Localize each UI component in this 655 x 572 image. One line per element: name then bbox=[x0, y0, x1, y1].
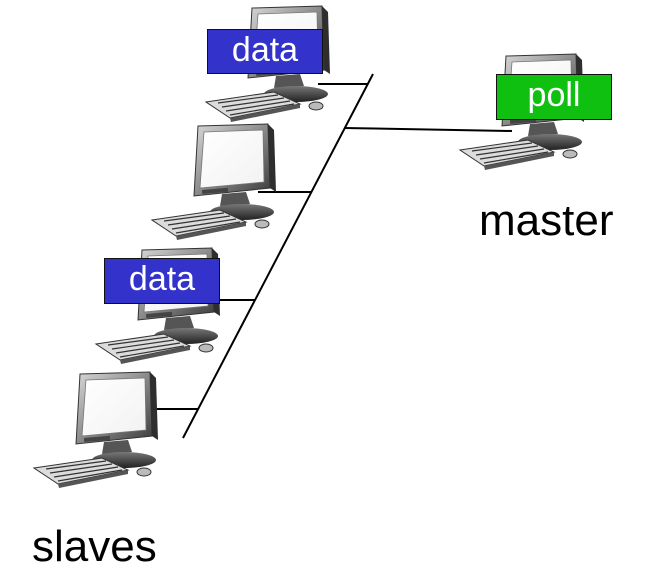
slaves-label: slaves bbox=[32, 522, 157, 571]
data-tag-top: data bbox=[207, 29, 323, 74]
master-link bbox=[343, 127, 513, 132]
bus-backbone bbox=[182, 73, 374, 439]
slave-computer-2-icon bbox=[151, 123, 277, 241]
slave-computer-4-icon bbox=[33, 371, 159, 489]
data-tag-middle: data bbox=[104, 258, 220, 304]
master-label: master bbox=[479, 196, 614, 245]
poll-tag: poll bbox=[496, 74, 612, 120]
